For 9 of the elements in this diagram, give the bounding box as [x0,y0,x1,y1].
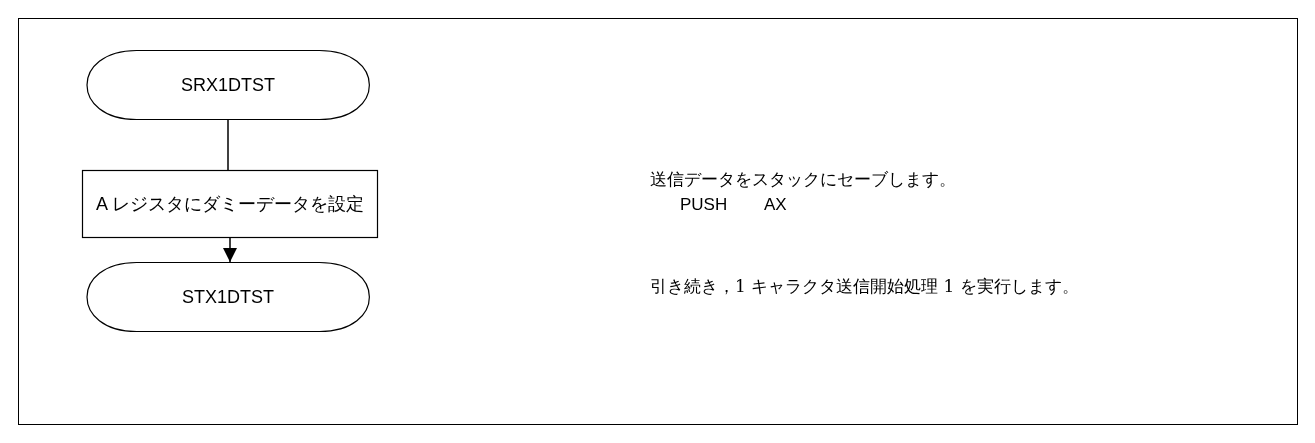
node-label: A レジスタにダミーデータを設定 [96,193,364,216]
note-text: 引き続き，1 キャラクタ送信開始処理 1 を実行します。 [650,275,1079,298]
node-label: STX1DTST [182,286,274,308]
arrow [223,237,237,263]
code-text: PUSH [680,195,728,215]
connector-line [227,119,229,171]
code-text: AX [764,195,787,215]
note-text: 送信データをスタックにセーブします。 [650,168,956,191]
node-label: SRX1DTST [181,74,275,96]
